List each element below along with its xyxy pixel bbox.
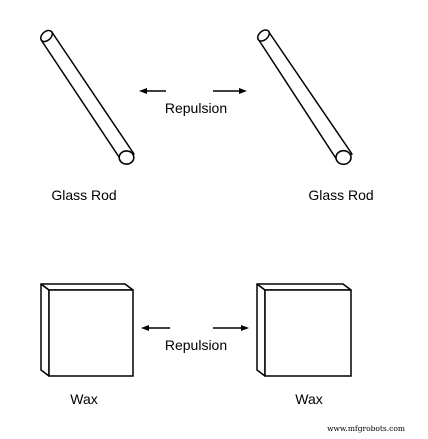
wax-block-left (40, 283, 134, 377)
repulsion-arrows-top (139, 88, 247, 94)
wax-right-label: Wax (295, 391, 322, 407)
left-arrow-icon (141, 325, 170, 331)
glass-rod-left (39, 29, 135, 165)
repulsion-arrows-bottom (141, 325, 249, 331)
glass-rod-right (256, 29, 353, 166)
wax-left-label: Wax (70, 391, 97, 407)
watermark-text: www.mfgrobots.com (327, 424, 405, 433)
repulsion-label-bottom: Repulsion (165, 337, 227, 353)
glass-rod-right-label: Glass Rod (308, 187, 373, 203)
right-arrow-icon (213, 325, 249, 331)
left-arrow-icon (139, 88, 166, 94)
glass-rod-left-label: Glass Rod (51, 187, 116, 203)
right-arrow-icon (213, 88, 247, 94)
repulsion-label-top: Repulsion (165, 100, 227, 116)
wax-block-right (256, 283, 352, 377)
